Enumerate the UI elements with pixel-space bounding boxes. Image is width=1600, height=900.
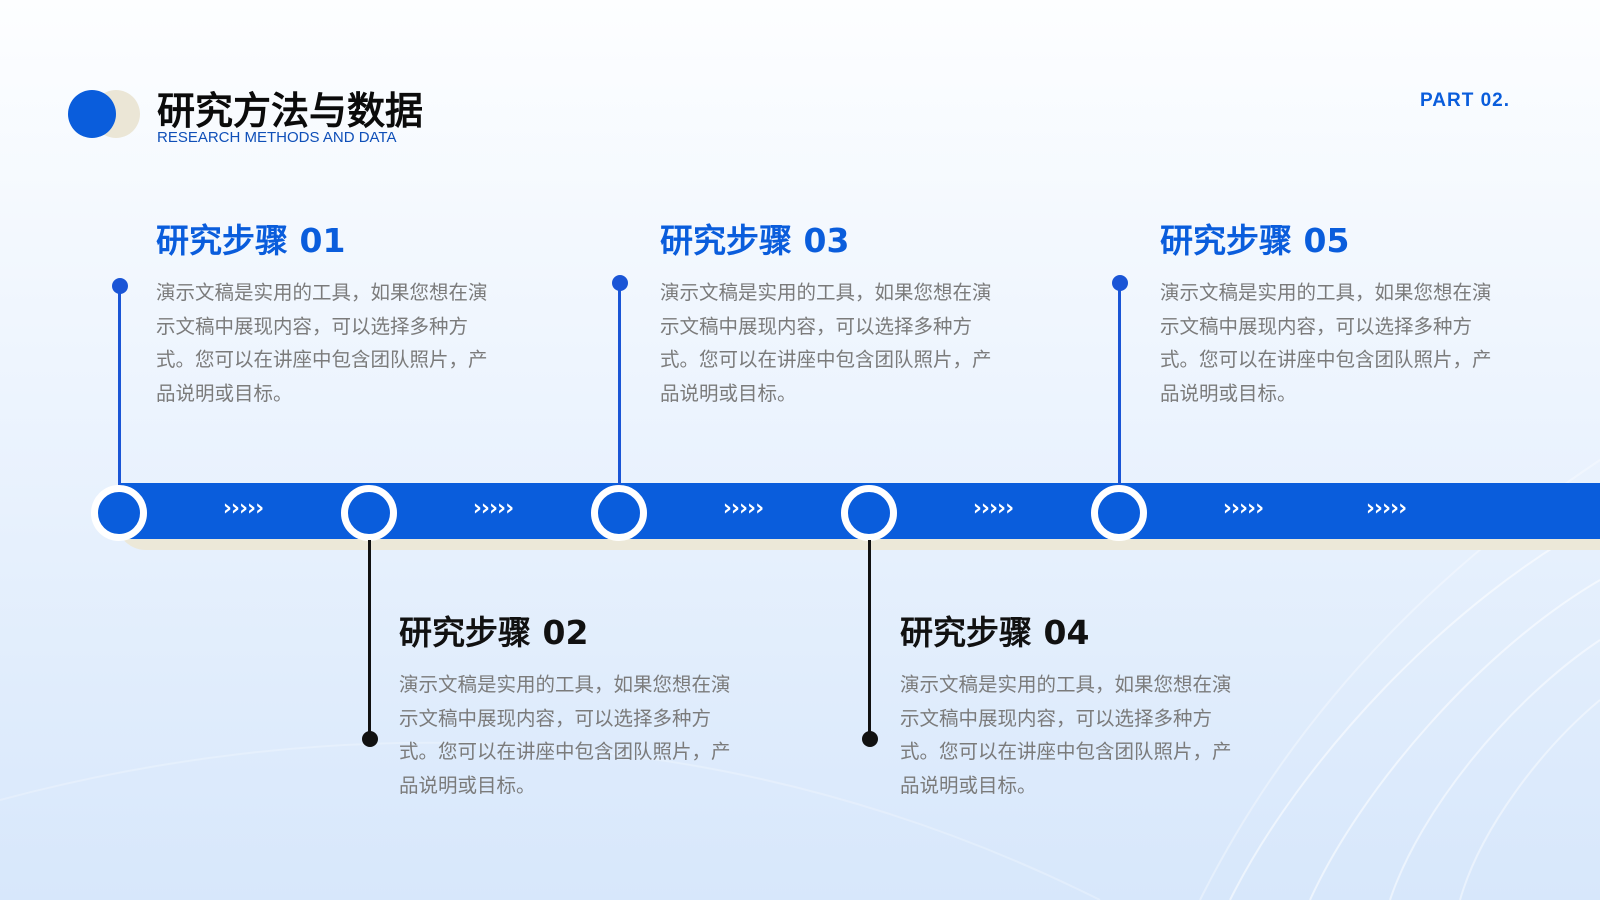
timeline-node-5 bbox=[1091, 485, 1147, 541]
page-subtitle: RESEARCH METHODS AND DATA bbox=[157, 129, 397, 146]
connector-step-1 bbox=[118, 285, 121, 485]
connector-dot-step-1 bbox=[112, 278, 128, 294]
step-1-description: 演示文稿是实用的工具，如果您想在演示文稿中展现内容，可以选择多种方式。您可以在讲… bbox=[156, 281, 488, 405]
step-3-title: 研究步骤 03 bbox=[660, 221, 850, 260]
timeline-arrows: ››››› bbox=[722, 496, 764, 521]
timeline-arrows: ››››› bbox=[222, 496, 264, 521]
timeline-arrows: ››››› bbox=[472, 496, 514, 521]
step-4-title: 研究步骤 04 bbox=[900, 613, 1090, 652]
step-5-description: 演示文稿是实用的工具，如果您想在演示文稿中展现内容，可以选择多种方式。您可以在讲… bbox=[1160, 281, 1492, 405]
connector-step-2 bbox=[368, 540, 371, 740]
connector-step-3 bbox=[618, 282, 621, 485]
connector-dot-step-5 bbox=[1112, 275, 1128, 291]
timeline-arrows: ››››› bbox=[972, 496, 1014, 521]
timeline-node-4 bbox=[841, 485, 897, 541]
step-2-description: 演示文稿是实用的工具，如果您想在演示文稿中展现内容，可以选择多种方式。您可以在讲… bbox=[399, 673, 731, 797]
connector-step-5 bbox=[1118, 282, 1121, 485]
timeline-node-2 bbox=[341, 485, 397, 541]
timeline-arrows: ››››› bbox=[1222, 496, 1264, 521]
step-3-description: 演示文稿是实用的工具，如果您想在演示文稿中展现内容，可以选择多种方式。您可以在讲… bbox=[660, 281, 992, 405]
timeline-arrows: ››››› bbox=[1365, 496, 1407, 521]
step-4-description: 演示文稿是实用的工具，如果您想在演示文稿中展现内容，可以选择多种方式。您可以在讲… bbox=[900, 673, 1232, 797]
step-2-title: 研究步骤 02 bbox=[399, 613, 589, 652]
part-label: PART 02. bbox=[1419, 90, 1510, 111]
page-title: 研究方法与数据 bbox=[157, 89, 424, 133]
connector-dot-step-4 bbox=[862, 731, 878, 747]
timeline-node-3 bbox=[591, 485, 647, 541]
connector-dot-step-3 bbox=[612, 275, 628, 291]
logo-circle-primary bbox=[68, 90, 116, 138]
connector-step-4 bbox=[868, 540, 871, 740]
connector-dot-step-2 bbox=[362, 731, 378, 747]
step-5-title: 研究步骤 05 bbox=[1160, 221, 1350, 260]
step-1-title: 研究步骤 01 bbox=[156, 221, 346, 260]
timeline-node-1 bbox=[91, 485, 147, 541]
